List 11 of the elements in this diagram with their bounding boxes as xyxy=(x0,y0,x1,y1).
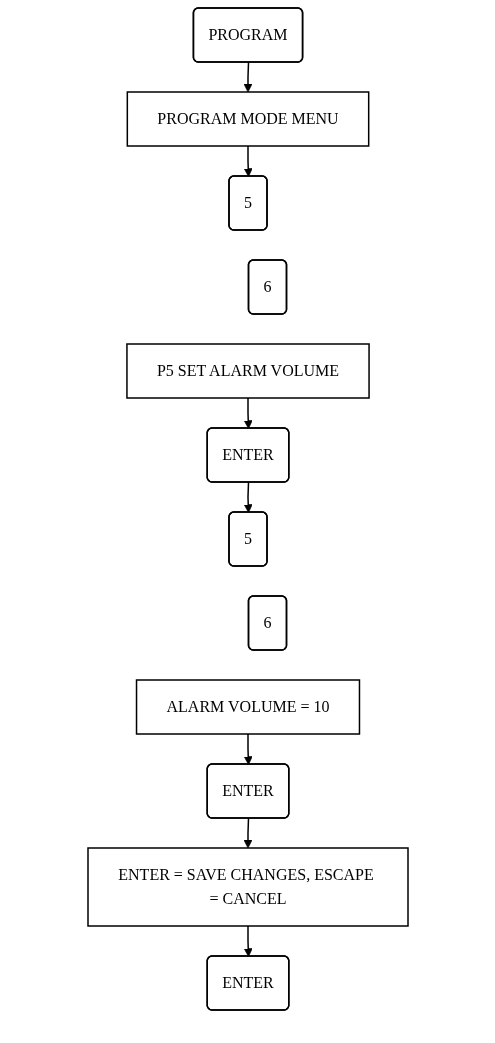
node-box: P5 SET ALARM VOLUME xyxy=(125,343,370,399)
node-box: ALARM VOLUME = 10 xyxy=(135,679,360,735)
arrow xyxy=(243,145,253,177)
arrow xyxy=(243,733,253,765)
node-box: PROGRAM MODE MENU xyxy=(126,91,369,147)
arrow xyxy=(243,481,253,513)
arrow xyxy=(243,925,253,957)
node-box: ENTER = SAVE CHANGES, ESCAPE = CANCEL xyxy=(86,847,409,927)
arrow xyxy=(243,817,252,849)
arrow xyxy=(243,397,253,429)
arrow xyxy=(243,61,252,93)
